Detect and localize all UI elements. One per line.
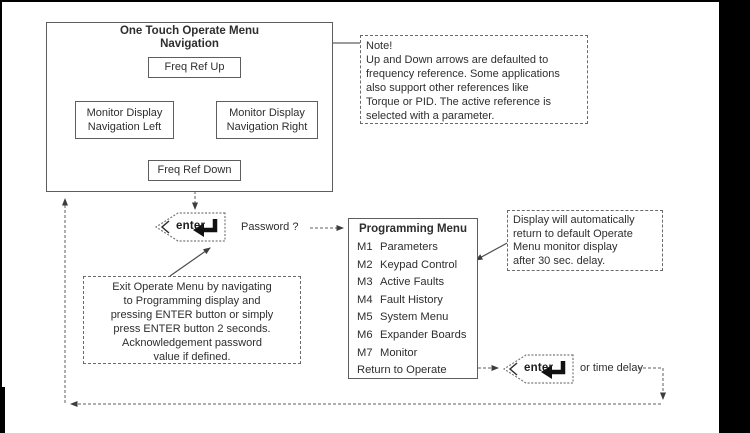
password-label: Password ? xyxy=(241,221,299,233)
exit-note-line-6: value if defined. xyxy=(153,351,231,363)
menu-item-code: M3 xyxy=(357,276,373,289)
menu-item-code: M2 xyxy=(357,258,373,271)
freq-ref-down-label: Freq Ref Down xyxy=(157,164,232,176)
enter-key-shape xyxy=(154,212,226,242)
menu-item-label: Parameters xyxy=(380,241,438,253)
time-delay-down-arrow xyxy=(638,367,666,400)
display-note-callout: Display will automatically return to def… xyxy=(507,210,663,271)
display-note-line-2: return to default Operate xyxy=(513,227,633,240)
return-arrow-icon xyxy=(541,361,566,379)
display-note-line-3: Menu monitor display xyxy=(513,241,618,253)
monitor-right-label-line1: Monitor Display xyxy=(229,107,305,119)
display-note-line-4: after 30 sec. delay. xyxy=(513,254,606,267)
or-time-delay-label: or time delay xyxy=(580,362,643,374)
freq-ref-down-button[interactable]: Freq Ref Down xyxy=(148,160,241,181)
note-line-3: frequency reference. Some applications xyxy=(366,68,560,80)
menu-item-code: M7 xyxy=(357,346,373,359)
enter-key-2-chevron-icon xyxy=(508,362,518,376)
monitor-left-label-line1: Monitor Display xyxy=(86,107,163,119)
menu-item-label: Expander Boards xyxy=(380,328,467,341)
display-note-line-1: Display will automatically xyxy=(513,214,635,226)
exit-note-line-2: to Programming display and xyxy=(123,295,261,307)
exit-note-line-3: pressing ENTER button or simply xyxy=(110,309,274,321)
note-line-6: selected with a parameter. xyxy=(366,110,495,122)
menu-item-label: Monitor xyxy=(380,346,418,359)
scan-margin-left xyxy=(0,0,2,433)
menu-item-code: M1 xyxy=(357,241,373,253)
menu-item-expander-boards[interactable]: M6 Expander Boards xyxy=(349,327,477,345)
note-line-5: Torque or PID. The active reference is xyxy=(366,96,552,108)
enter-key-2[interactable]: enter xyxy=(501,353,575,385)
menu-item-code: M4 xyxy=(357,293,373,306)
enter-key-2-label: enter xyxy=(524,362,554,374)
note-line-1: Note! xyxy=(366,40,393,52)
menu-item-keypad-control[interactable]: M2 Keypad Control xyxy=(349,257,477,275)
note-line-4: also support other references like xyxy=(366,82,529,94)
enter-key[interactable]: enter xyxy=(153,211,227,243)
scan-margin-left-bottom xyxy=(0,387,5,433)
enter-key-2-shape xyxy=(502,354,574,384)
freq-ref-up-button[interactable]: Freq Ref Up xyxy=(148,57,241,78)
programming-menu-title: Programming Menu xyxy=(359,223,467,235)
menu-item-label: Keypad Control xyxy=(380,258,458,271)
exit-note-line-4: press ENTER button 2 seconds. xyxy=(113,323,271,335)
scan-margin-top xyxy=(0,0,750,2)
exit-note-callout: Exit Operate Menu by navigating to Progr… xyxy=(83,276,301,364)
menu-item-code: M5 xyxy=(357,311,373,324)
menu-item-code: M6 xyxy=(357,328,373,341)
monitor-nav-right-button[interactable]: Monitor Display Navigation Right xyxy=(216,101,318,139)
freq-ref-up-label: Freq Ref Up xyxy=(164,61,225,73)
monitor-nav-left-button[interactable]: Monitor Display Navigation Left xyxy=(75,101,174,139)
operate-menu-title-line2: Navigation xyxy=(160,38,219,50)
scan-margin-right xyxy=(719,0,750,433)
note-line-2: Up and Down arrows are defaulted to xyxy=(366,54,549,66)
exit-note-pointer-arrow xyxy=(169,247,211,277)
enter-key-label: enter xyxy=(176,220,206,232)
menu-item-monitor[interactable]: M7 Monitor xyxy=(349,345,477,363)
programming-menu-panel: Programming Menu M1 Parameters M2 Keypad C… xyxy=(348,218,478,379)
menu-item-return-to-operate[interactable]: Return to Operate xyxy=(357,364,447,377)
menu-item-label: Active Faults xyxy=(380,276,445,289)
display-note-pointer-arrow xyxy=(475,241,510,261)
enter-key-chevron-icon xyxy=(160,220,170,234)
monitor-right-label-line2: Navigation Right xyxy=(226,121,308,133)
exit-note-line-1: Exit Operate Menu by navigating xyxy=(112,281,272,293)
menu-item-active-faults[interactable]: M3 Active Faults xyxy=(349,274,477,292)
menu-item-label: Fault History xyxy=(380,293,443,306)
note-callout: Note! Up and Down arrows are defaulted t… xyxy=(360,35,588,124)
operate-menu-title-line1: One Touch Operate Menu xyxy=(119,25,260,37)
monitor-left-label-line2: Navigation Left xyxy=(87,121,162,133)
menu-item-system-menu[interactable]: M5 System Menu xyxy=(349,309,477,327)
menu-item-fault-history[interactable]: M4 Fault History xyxy=(349,292,477,310)
menu-item-label: System Menu xyxy=(380,311,449,324)
exit-note-line-5: Acknowledgement password xyxy=(121,337,263,349)
menu-item-parameters[interactable]: M1 Parameters xyxy=(349,239,477,257)
return-arrow-icon xyxy=(193,219,218,237)
